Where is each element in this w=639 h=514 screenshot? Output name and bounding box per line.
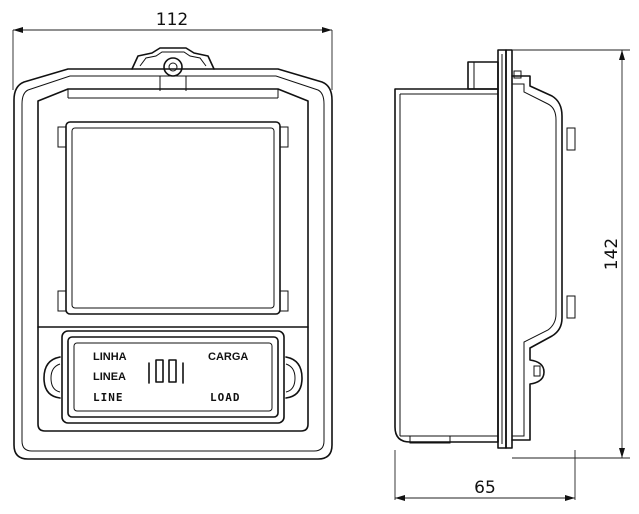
label-load-en: LOAD bbox=[210, 391, 241, 404]
width-dimension: 112 bbox=[12, 10, 333, 90]
height-label: 142 bbox=[602, 238, 622, 270]
front-housing bbox=[13, 68, 333, 460]
side-view: 142 65 bbox=[394, 49, 630, 501]
height-dimension: 142 bbox=[512, 49, 630, 459]
label-line-pt: LINHA bbox=[93, 351, 127, 363]
label-load-pt-es: CARGA bbox=[208, 351, 248, 363]
front-view: 112 bbox=[12, 10, 333, 460]
label-line-en: LINE bbox=[93, 391, 124, 404]
width-label: 112 bbox=[156, 10, 188, 30]
terminal-cover: LINHA LINEA LINE CARGA LOAD bbox=[43, 330, 303, 424]
terminal-symbol bbox=[148, 359, 184, 384]
label-line-es: LINEA bbox=[93, 371, 126, 383]
depth-label: 65 bbox=[474, 478, 496, 498]
meter-window bbox=[65, 121, 281, 315]
depth-dimension: 65 bbox=[394, 450, 576, 501]
